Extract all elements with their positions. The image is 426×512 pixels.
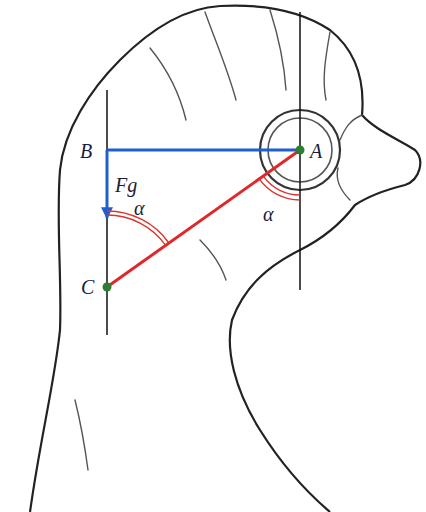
hand-outline — [30, 6, 420, 512]
force-arrow — [106, 150, 109, 218]
finger-creases — [75, 10, 362, 470]
lever-arm — [107, 149, 300, 152]
angle-label: α — [134, 198, 145, 218]
angle-label: α — [263, 204, 274, 224]
point-dot — [103, 283, 112, 292]
vertical-line — [106, 90, 108, 335]
red-line — [107, 150, 300, 287]
point-label: B — [80, 141, 92, 161]
force-label: Fg — [115, 175, 137, 195]
point-dot — [296, 146, 305, 155]
point-label: C — [81, 277, 94, 297]
point-label: A — [310, 141, 322, 161]
